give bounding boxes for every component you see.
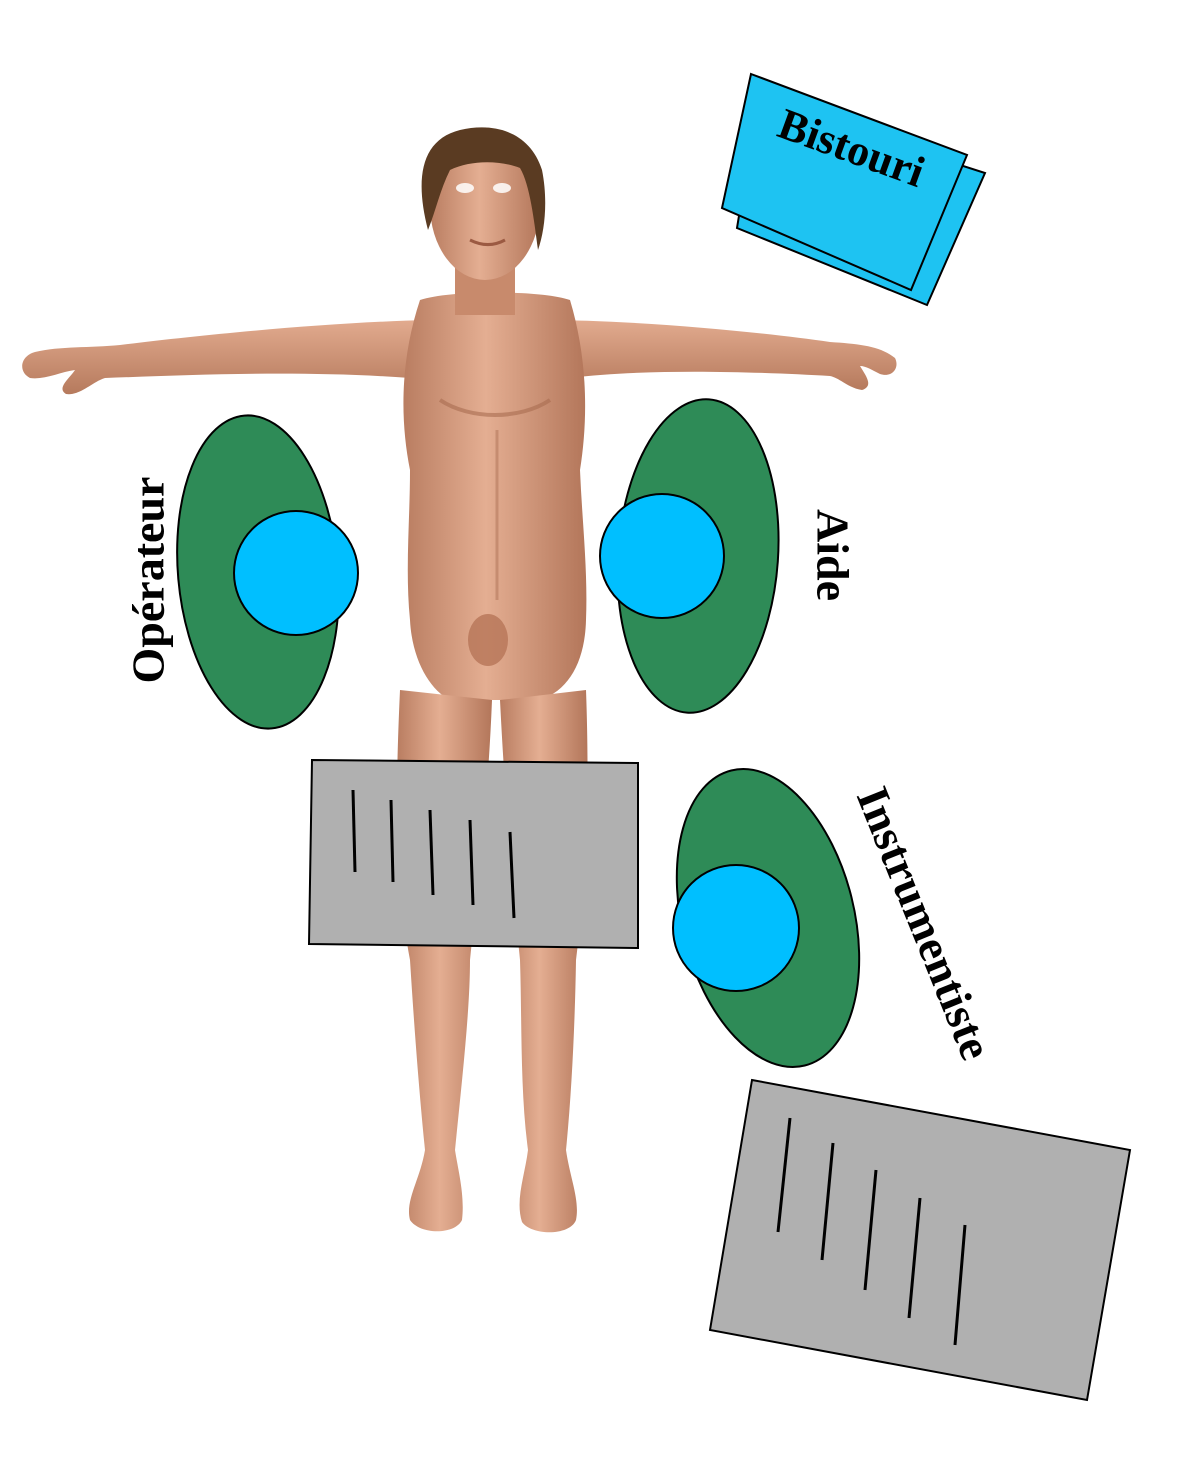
patient-left-arm — [22, 320, 430, 395]
aide-head — [599, 493, 725, 619]
staff-instrumentiste: Instrumentiste — [672, 768, 1002, 1068]
patient-right-arm — [540, 320, 897, 390]
aide-label: Aide — [807, 509, 858, 601]
instrumentiste-label: Instrumentiste — [847, 780, 1002, 1067]
patient-torso — [403, 292, 587, 700]
instrument-table-2 — [708, 1078, 1132, 1402]
patient-hair — [421, 127, 546, 250]
instrumentiste-head — [672, 864, 800, 992]
instrument-table-icon — [708, 1078, 1132, 1402]
instrument-table-1 — [307, 758, 639, 950]
staff-operateur: Opérateur — [123, 414, 359, 730]
bistouri-tray — [720, 72, 969, 292]
patient-head — [430, 130, 540, 280]
staff-aide: Aide — [599, 398, 858, 714]
scalpel-tray-icon: Bistouri — [720, 72, 987, 307]
operateur-head — [233, 510, 359, 636]
operateur-label: Opérateur — [123, 477, 174, 684]
instrument-table-icon — [307, 758, 639, 950]
